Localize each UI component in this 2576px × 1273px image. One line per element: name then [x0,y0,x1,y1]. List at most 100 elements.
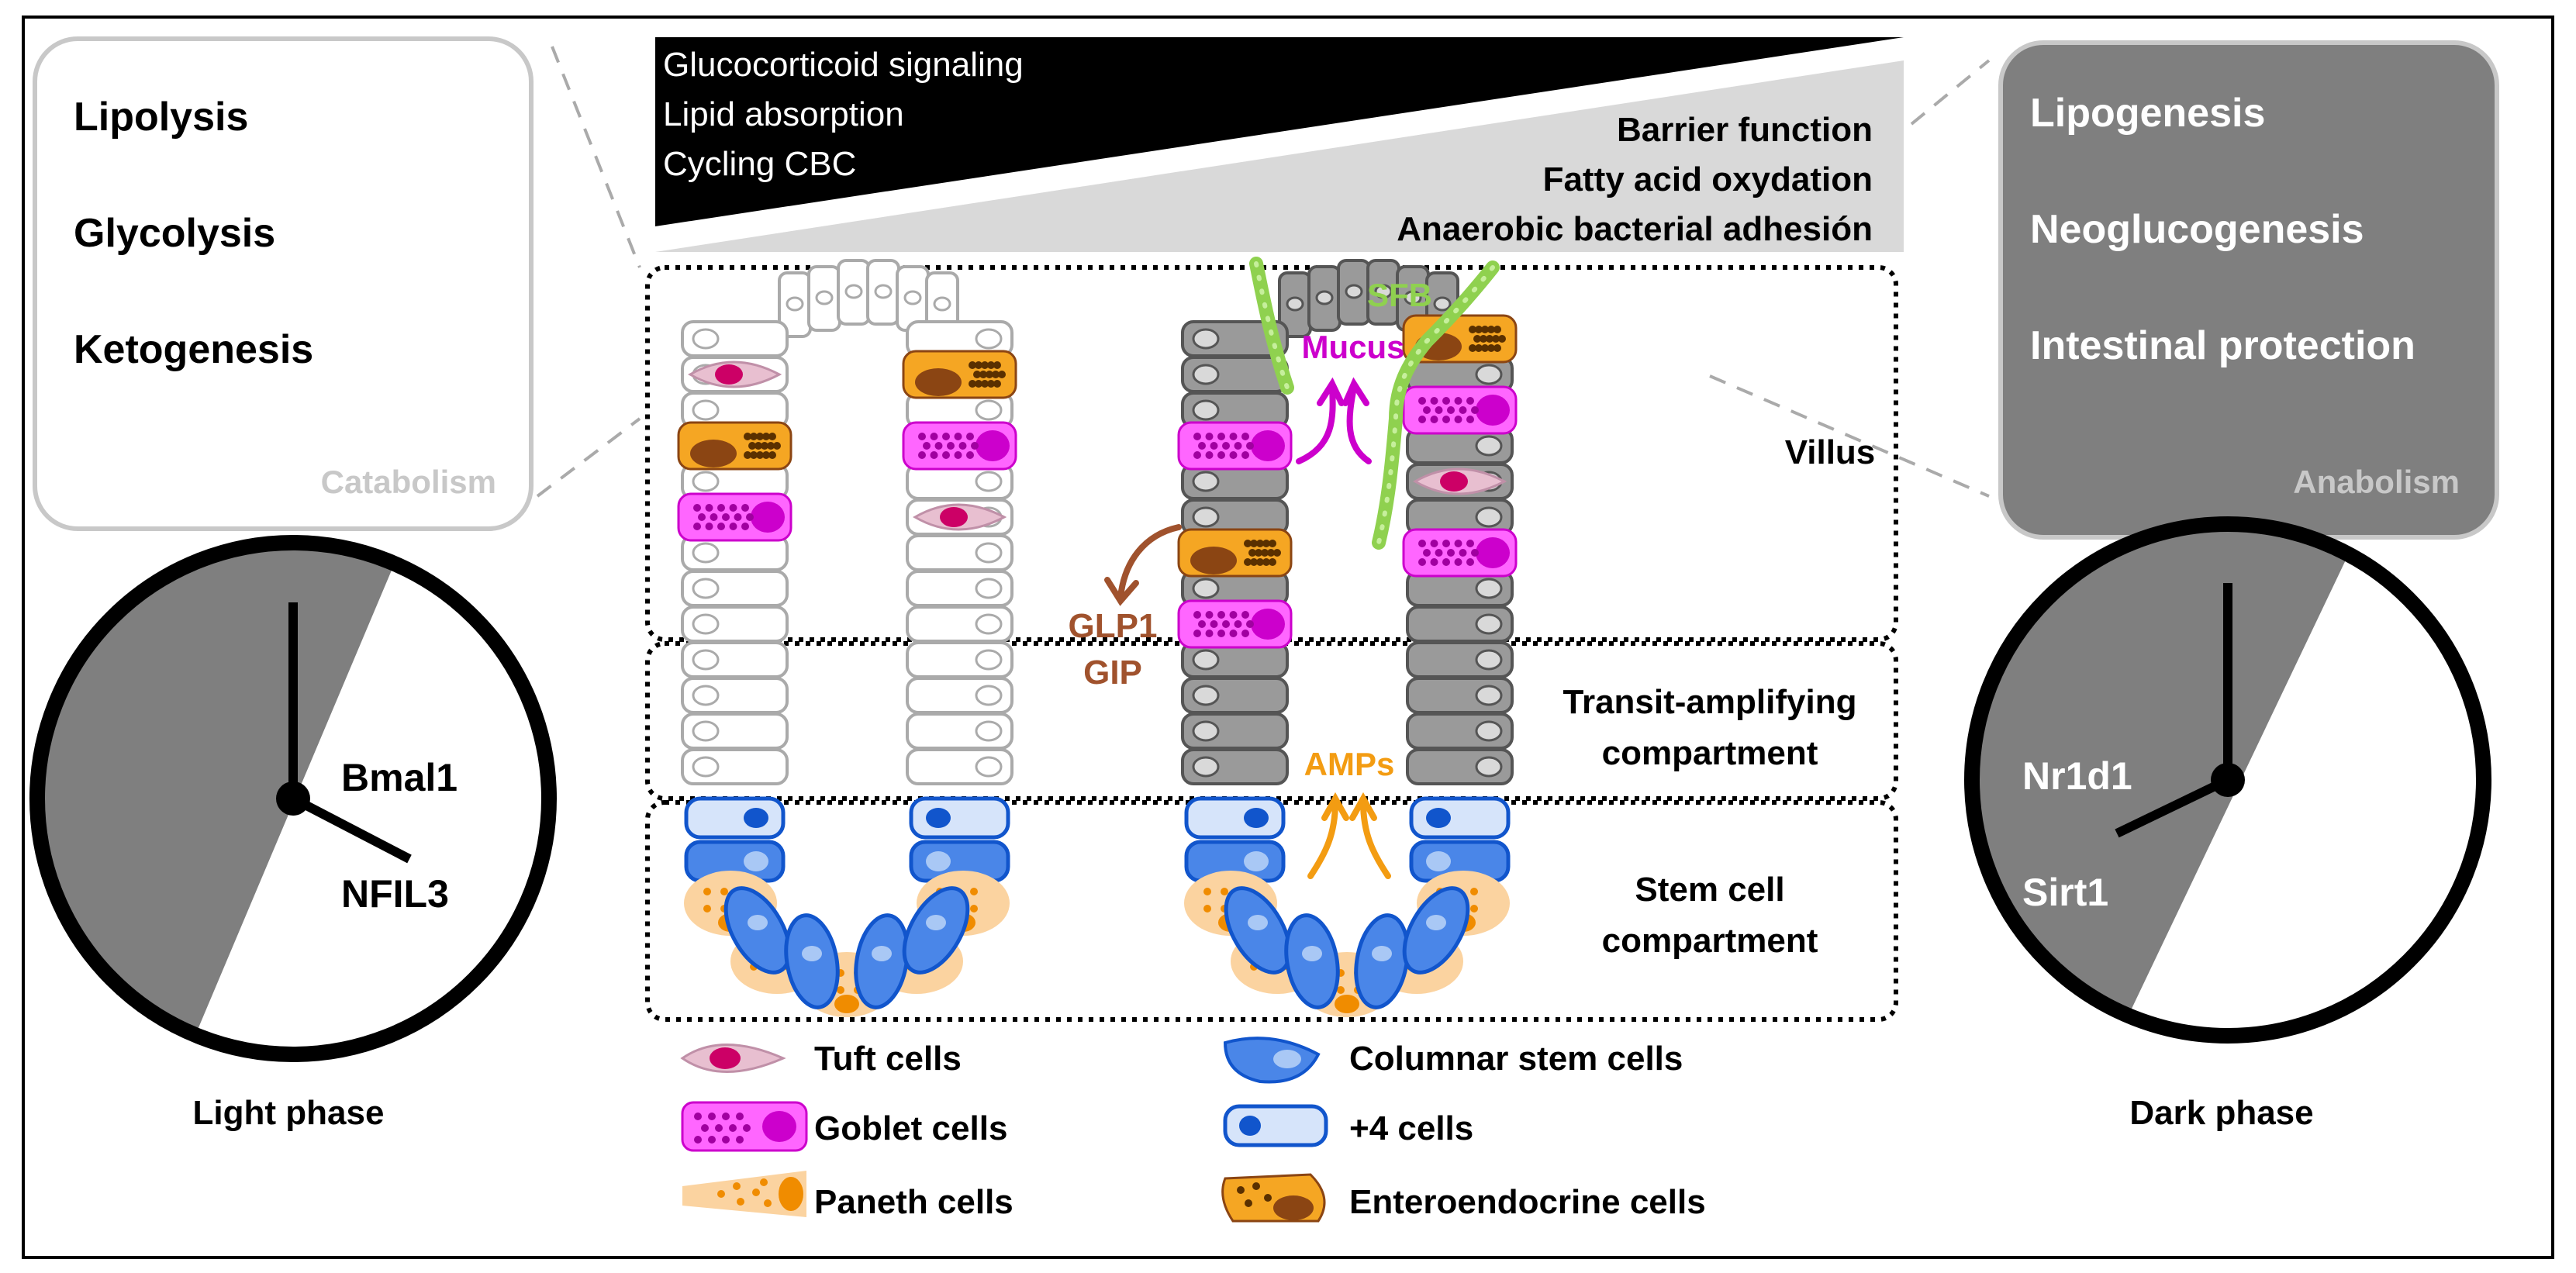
anabolism-panel: Lipogenesis Neoglucogenesis Intestinal p… [1709,40,2499,540]
cell-nucleus [1248,915,1268,930]
granule [703,888,711,895]
granule [1256,558,1264,566]
cell-nucleus [1286,296,1304,312]
granule [746,513,754,521]
cell-nucleus [940,507,968,527]
granule [969,361,976,369]
cell-nucleus [975,720,1003,742]
cell-nucleus [975,578,1003,599]
mucus-arrow [1296,385,1336,464]
granule [1229,611,1238,619]
granule [1454,558,1462,566]
granule [1217,433,1225,440]
compartments [645,265,1898,1022]
granule [1493,344,1501,352]
granule [734,513,742,521]
clock-gene-label: Sirt1 [2022,871,2108,914]
granule [1229,451,1238,459]
legend-columnar-label: Columnar stem cells [1349,1040,1683,1078]
granule [966,451,974,459]
granule [923,442,931,450]
cell-nucleus [1475,720,1503,742]
catabolism-item: Ketogenesis [74,327,313,372]
granule [1447,406,1455,414]
granule [1205,611,1214,619]
granule [954,433,962,440]
cell-nucleus [786,296,804,312]
cell-nucleus [1475,364,1503,385]
granule [1244,540,1252,547]
granule [930,433,938,440]
granule [1269,558,1276,566]
granule [1498,335,1506,343]
cell-nucleus [744,808,768,828]
granule [1442,558,1450,566]
granule [1267,549,1275,557]
glp1-arrow [1117,524,1182,600]
cell-nucleus [1374,284,1393,299]
granule [1471,406,1479,414]
granule [1250,558,1258,566]
legend-plus4-icon [1223,1104,1328,1147]
phase-caption: Dark phase [2129,1094,2313,1132]
granule [969,380,976,388]
clock-center [2211,763,2245,797]
granule [722,513,730,521]
granule [1217,630,1225,637]
granule [987,380,995,388]
cell-nucleus [1192,578,1220,599]
cell-nucleus [692,756,720,778]
granule [1273,549,1281,557]
zoom-line [536,417,641,498]
clock-hand [2115,775,2230,838]
granule [930,451,938,459]
gradient-light-item: Fatty acid oxydation [1543,160,1873,198]
granule [698,513,706,521]
sfb-filament [1254,261,1290,390]
cell-nucleus [1475,506,1503,528]
cell-nucleus [1192,364,1220,385]
granule [761,442,768,450]
granule [1430,540,1438,547]
granule [1459,406,1467,414]
amps-label: AMPs [1304,746,1395,782]
granule [1471,549,1479,557]
cell-nucleus [692,471,720,492]
plus4-cell [1409,796,1511,840]
dark-phase-clock: Nr1d1 Sirt1 Dark phase [1964,516,2491,1132]
granule [1198,442,1206,450]
cell-nucleus [1426,851,1451,871]
clock-dark-sector [1972,524,2365,1036]
catabolism-label: Catabolism [321,464,496,500]
granule [1454,397,1462,405]
granule [970,888,978,895]
glp1-arrowhead [1104,577,1139,606]
cell-nucleus [1244,851,1269,871]
cell-nucleus [915,368,962,396]
sfb-filaments: SFB [1249,257,1500,550]
granule [1193,630,1201,637]
anabolism-label: Anabolism [2293,464,2460,500]
granule [1198,620,1206,628]
sfb-label: SFB [1367,277,1432,313]
granule [1466,558,1474,566]
granule [1418,416,1426,423]
cell-nucleus [1426,808,1451,828]
cell-nucleus [692,720,720,742]
granule [1241,451,1249,459]
granule [741,504,749,512]
granule [1210,442,1218,450]
legend-enteroendocrine-icon [1221,1173,1326,1223]
granule [1203,905,1211,912]
granule [1255,549,1262,557]
granule [992,371,1000,378]
granule [942,433,950,440]
anabolism-item: Intestinal protection [2030,323,2415,368]
granule [1423,549,1431,557]
gradient-light-wedge [655,60,1904,252]
anabolism-item: Neoglucogenesis [2030,207,2364,252]
cell-nucleus [1372,946,1392,961]
zoom-line [1910,59,1991,126]
transit-label: Transit-amplifying [1563,683,1857,721]
function-gradient: Glucocorticoid signaling Lipid absorptio… [655,37,1904,252]
